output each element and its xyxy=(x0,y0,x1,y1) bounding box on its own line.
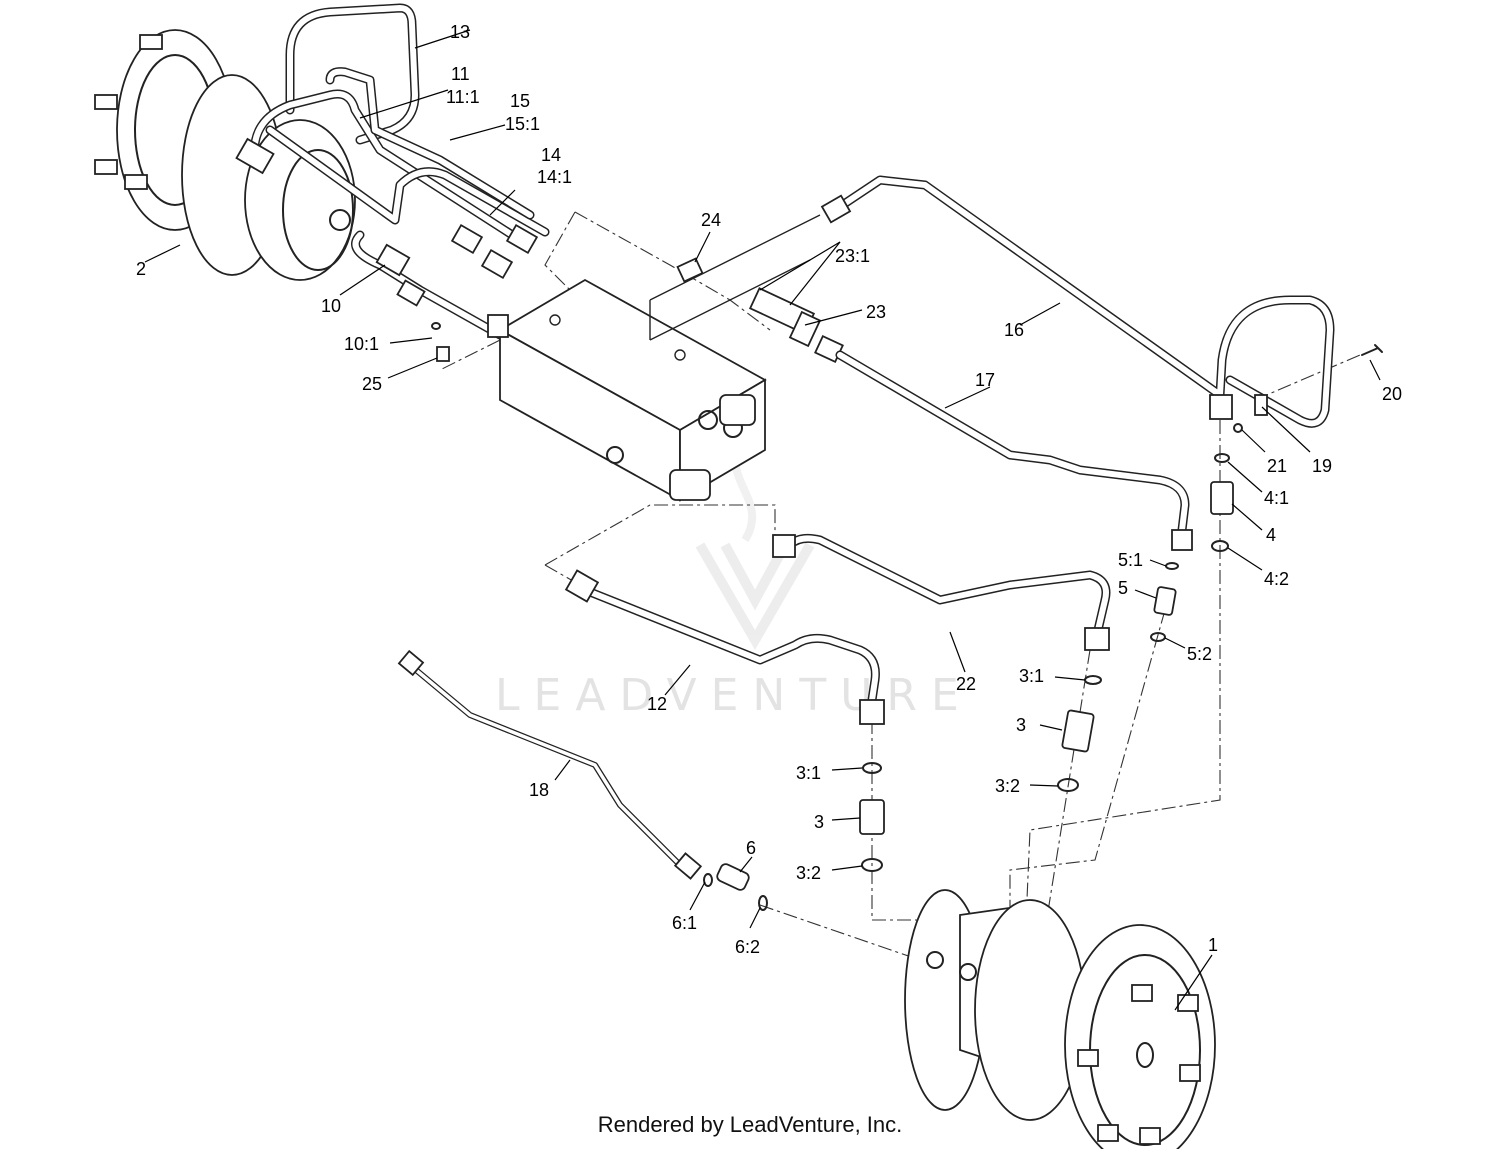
callout-19: 19 xyxy=(1312,456,1332,476)
stud xyxy=(139,34,163,50)
callout-23-1: 23:1 xyxy=(835,246,870,266)
tube-fittings-left xyxy=(235,137,539,307)
callout-5-2: 5:2 xyxy=(1187,644,1212,664)
callout-11: 11 xyxy=(451,64,470,84)
callout-14-1: 14:1 xyxy=(537,167,572,187)
tube-13 xyxy=(285,3,420,145)
callout-12: 12 xyxy=(647,694,667,714)
callout-23: 23 xyxy=(866,302,886,322)
small-hardware xyxy=(431,322,1383,433)
callout-5-1: 5:1 xyxy=(1118,550,1143,570)
callout-17: 17 xyxy=(975,370,995,390)
leader-lines xyxy=(144,29,1381,1011)
tube-11 xyxy=(249,89,525,245)
callout-4-2: 4:2 xyxy=(1264,569,1289,589)
callout-3-1-upper: 3:1 xyxy=(1019,666,1044,686)
callout-3-2-upper: 3:2 xyxy=(995,776,1020,796)
callout-6: 6 xyxy=(746,838,756,858)
centerlines xyxy=(439,211,1361,961)
fitting-4 xyxy=(1210,453,1234,552)
callout-5: 5 xyxy=(1118,578,1128,598)
tube-16 xyxy=(820,175,1335,428)
callout-10: 10 xyxy=(321,296,341,316)
callout-3-upper: 3 xyxy=(1016,715,1026,735)
tube-17 xyxy=(835,350,1193,551)
tube-18 xyxy=(397,649,703,880)
callout-20: 20 xyxy=(1382,384,1402,404)
fitting-3-lower xyxy=(859,762,885,872)
callout-15-1: 15:1 xyxy=(505,114,540,134)
callout-4-1: 4:1 xyxy=(1264,488,1289,508)
callout-15: 15 xyxy=(510,91,530,111)
callout-6-2: 6:2 xyxy=(735,937,760,957)
callout-21: 21 xyxy=(1267,456,1287,476)
callouts: 13 11 11:1 15 15:1 14 14:1 2 10 10:1 25 … xyxy=(136,22,1402,957)
tube-15 xyxy=(265,125,550,237)
callout-16: 16 xyxy=(1004,320,1024,340)
wheel-motor-right xyxy=(904,889,1216,1149)
valve-manifold-block xyxy=(487,278,767,502)
callout-22: 22 xyxy=(956,674,976,694)
wheel-motor-left xyxy=(94,29,356,281)
footer-credit: Rendered by LeadVenture, Inc. xyxy=(597,1112,903,1137)
fitting-5 xyxy=(1150,562,1179,642)
callout-3-lower: 3 xyxy=(814,812,824,832)
callout-13: 13 xyxy=(450,22,470,42)
callout-2: 2 xyxy=(136,259,146,279)
plate-24 xyxy=(649,214,821,341)
watermark-text: LEADVENTURE xyxy=(495,670,973,721)
callout-10-1: 10:1 xyxy=(344,334,379,354)
tube-22 xyxy=(772,533,1111,651)
tube-12 xyxy=(564,569,885,725)
callout-3-1-lower: 3:1 xyxy=(796,763,821,783)
callout-6-1: 6:1 xyxy=(672,913,697,933)
fitting-3-upper xyxy=(1057,675,1102,792)
callout-14: 14 xyxy=(541,145,561,165)
callout-1: 1 xyxy=(1208,935,1218,955)
callout-24: 24 xyxy=(701,210,721,230)
tube-10 xyxy=(351,230,505,340)
tee-fitting-23 xyxy=(748,287,844,364)
callout-18: 18 xyxy=(529,780,549,800)
callout-11-1: 11:1 xyxy=(446,87,480,107)
callout-4: 4 xyxy=(1266,525,1276,545)
callout-3-2-lower: 3:2 xyxy=(796,863,821,883)
callout-25: 25 xyxy=(362,374,382,394)
fitting-6 xyxy=(703,863,768,911)
